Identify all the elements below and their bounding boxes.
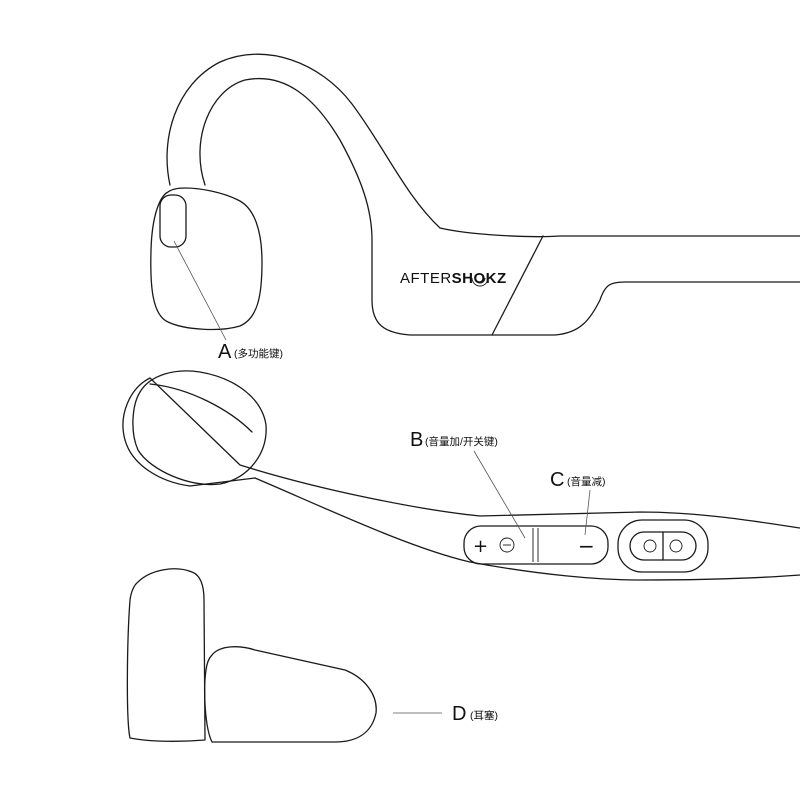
callout-d-letter: D bbox=[452, 703, 466, 725]
callout-b-text: (音量加/开关键) bbox=[425, 435, 498, 448]
control-pod-edge bbox=[150, 384, 252, 432]
earplug-standing bbox=[127, 569, 205, 742]
callout-b: B (音量加/开关键) bbox=[410, 429, 498, 451]
volume-down-button[interactable]: − bbox=[578, 534, 595, 558]
leader-line-b bbox=[474, 451, 525, 538]
headphone-side-view: AFTERSHOKZ bbox=[151, 54, 800, 340]
callout-c-text: (音量减) bbox=[567, 475, 606, 488]
headphone-control-view: + − bbox=[123, 371, 800, 580]
control-band-lower bbox=[125, 440, 800, 580]
earplugs bbox=[127, 569, 442, 742]
callout-d: D (耳塞) bbox=[452, 703, 498, 725]
callout-a-letter: A bbox=[218, 341, 232, 363]
callout-b-letter: B bbox=[410, 429, 423, 451]
ear-hook-inner bbox=[200, 79, 800, 335]
transducer-pod bbox=[151, 188, 262, 329]
callout-a-text: (多功能键) bbox=[234, 347, 283, 360]
charging-pin-right bbox=[670, 540, 682, 552]
callout-a: A (多功能键) bbox=[218, 341, 283, 363]
earplug-lying bbox=[205, 647, 377, 742]
callout-c-letter: C bbox=[550, 469, 564, 491]
leader-line-c bbox=[585, 490, 590, 535]
callout-c: C (音量减) bbox=[550, 469, 606, 491]
leader-line-a bbox=[174, 241, 226, 340]
charging-pin-left bbox=[644, 540, 656, 552]
multifunction-button[interactable] bbox=[160, 195, 186, 247]
volume-up-button[interactable]: + bbox=[473, 536, 488, 557]
brand-logo: AFTERSHOKZ bbox=[400, 270, 507, 287]
control-band bbox=[123, 378, 800, 528]
ear-hook-outer bbox=[167, 54, 800, 236]
callout-d-text: (耳塞) bbox=[470, 709, 498, 722]
